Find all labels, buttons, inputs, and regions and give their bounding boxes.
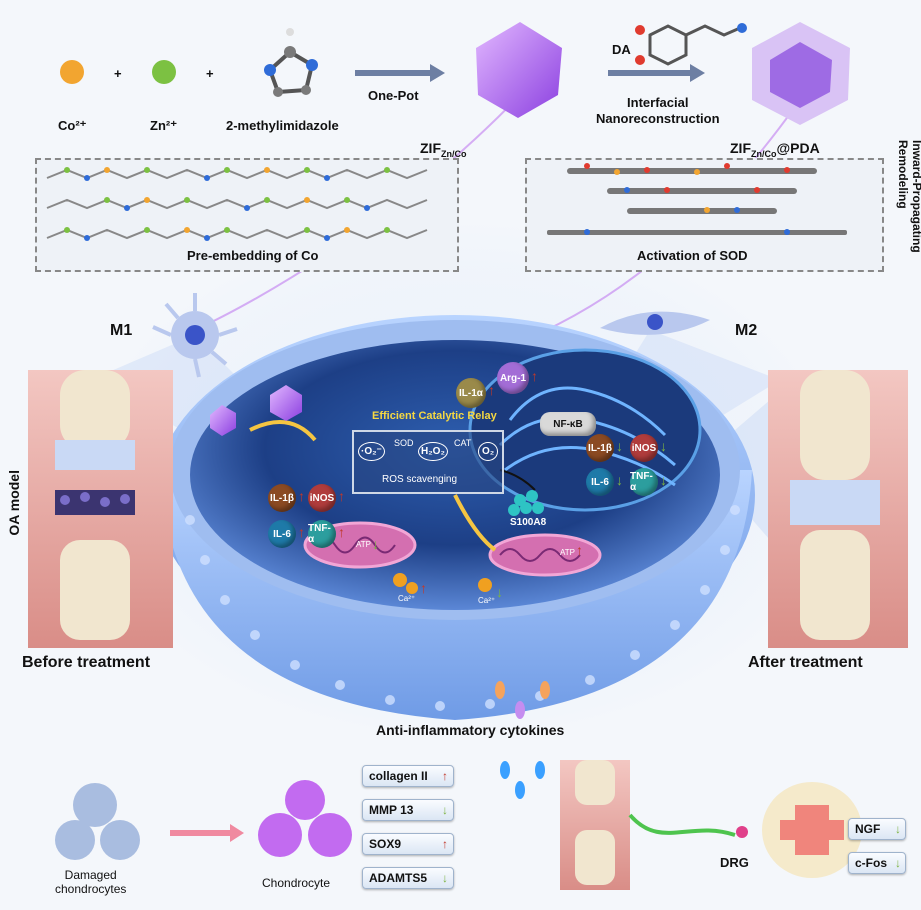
ca-label-left: Ca²⁺ [398, 594, 416, 603]
arg1-up-arrow: ↑ [531, 368, 538, 384]
sod-label: SOD [394, 438, 414, 448]
pda-lattice-illustration [547, 163, 847, 235]
m1-label: M1 [110, 322, 133, 339]
right-tnfa: TNF-α [630, 468, 658, 496]
onepot-label: One-Pot [368, 88, 419, 103]
atp-right-arrow: ↑ [576, 542, 583, 558]
right-il6: IL-6 [586, 468, 614, 496]
atp-label-left: ATP [356, 540, 371, 549]
co-ion-label: Co²⁺ [58, 118, 87, 133]
marker-adamts5-arrow: ↓ [442, 871, 448, 885]
right-inos: iNOS [630, 434, 658, 462]
s100a8-label: S100A8 [510, 517, 547, 528]
marker-adamts5: ADAMTS5 ↓ [362, 867, 454, 889]
anti-inflammatory-label: Anti-inflammatory cytokines [376, 722, 565, 738]
right-il6-label: IL-6 [591, 476, 609, 488]
right-tnfa-label: TNF-α [630, 471, 653, 493]
damaged-chondrocytes-label: Damaged chondrocytes [55, 868, 127, 896]
after-treatment-label: After treatment [748, 654, 863, 671]
left-inos-arrow: ↑ [338, 488, 345, 504]
marker-collagen-label: collagen II [369, 769, 428, 783]
o2-label: O₂ [478, 442, 499, 461]
right-tnfa-arrow: ↓ [660, 472, 667, 488]
marker-mmp13: MMP 13 ↓ [362, 799, 454, 821]
oa-model-label: OA model [6, 470, 22, 536]
marker-sox9-arrow: ↑ [442, 837, 448, 851]
before-treatment-label: Before treatment [22, 654, 151, 671]
o2-radical: ·O₂⁻ [358, 442, 385, 461]
marker-cfos: c-Fos ↓ [848, 852, 906, 874]
il1a-label: IL-1α [459, 387, 483, 399]
preembedding-box: Pre-embedding of Co [35, 158, 459, 272]
right-il1b-arrow: ↓ [616, 438, 623, 454]
left-il1b-label: IL-1β [270, 492, 294, 504]
arg1-molecule: Arg-1 [497, 362, 529, 394]
left-inos-label: iNOS [309, 492, 335, 504]
zifpda-label: ZIFZn/Co@PDA [730, 140, 820, 159]
zif-label: ZIFZn/Co [420, 140, 467, 159]
marker-ngf: NGF ↓ [848, 818, 906, 840]
inward-remodeling-label: Inward-Propagating Remodeling [896, 140, 921, 253]
zifpda-label-suffix: @PDA [776, 140, 820, 156]
left-il6-label: IL-6 [273, 528, 291, 540]
marker-mmp13-label: MMP 13 [369, 803, 414, 817]
plus-sign: + [206, 66, 214, 81]
da-label: DA [612, 42, 631, 57]
zifpda-label-text: ZIF [730, 140, 751, 156]
methylimidazole-label: 2-methylimidazole [226, 118, 339, 133]
ca-right-arrow: ↓ [496, 584, 503, 600]
ros-scavenging-label: ROS scavenging [382, 474, 458, 485]
left-il1b: IL-1β [268, 484, 296, 512]
atp-label-right: ATP [560, 548, 575, 557]
left-il6: IL-6 [268, 520, 296, 548]
marker-sox9-label: SOX9 [369, 837, 402, 851]
activation-label: Activation of SOD [637, 248, 748, 263]
right-inos-arrow: ↓ [660, 438, 667, 454]
marker-collagen: collagen II ↑ [362, 765, 454, 787]
arg1-label: Arg-1 [499, 372, 527, 384]
left-inos: iNOS [308, 484, 336, 512]
marker-cfos-label: c-Fos [855, 856, 888, 870]
catalytic-relay-box: ·O₂⁻ SOD H₂O₂ CAT O₂ ROS scavenging [352, 430, 504, 494]
plus-sign: + [114, 66, 122, 81]
il1a-molecule: IL-1α [456, 378, 486, 408]
marker-collagen-arrow: ↑ [442, 769, 448, 783]
marker-ngf-arrow: ↓ [895, 822, 901, 836]
marker-mmp13-arrow: ↓ [442, 803, 448, 817]
drg-label: DRG [720, 855, 749, 870]
interfacial-label: Interfacial Nanoreconstruction [596, 95, 720, 126]
right-inos-label: iNOS [631, 442, 657, 454]
marker-cfos-arrow: ↓ [895, 856, 901, 870]
nfkb-molecule: NF-κB [540, 412, 596, 436]
chondrocyte-label: Chondrocyte [262, 876, 331, 890]
marker-adamts5-label: ADAMTS5 [369, 871, 428, 885]
zifpda-label-sub: Zn/Co [751, 148, 777, 159]
marker-sox9: SOX9 ↑ [362, 833, 454, 855]
zif-label-sub: Zn/Co [441, 148, 467, 159]
nfkb-label: NF-κB [553, 418, 583, 430]
left-tnfa: TNF-α [308, 520, 336, 548]
relay-title: Efficient Catalytic Relay [372, 410, 497, 422]
activation-box: Activation of SOD [525, 158, 884, 272]
zif-label-text: ZIF [420, 140, 441, 156]
cat-label: CAT [454, 438, 472, 448]
right-il1b-label: IL-1β [588, 442, 612, 454]
ca-left-arrow: ↑ [420, 580, 427, 596]
left-il6-arrow: ↑ [298, 524, 305, 540]
left-il1b-arrow: ↑ [298, 488, 305, 504]
zif-lattice-illustration [46, 167, 428, 241]
h2o2-label: H₂O₂ [418, 442, 448, 461]
m2-label: M2 [735, 322, 758, 339]
preembedding-label: Pre-embedding of Co [187, 248, 319, 263]
right-il6-arrow: ↓ [616, 472, 623, 488]
left-tnfa-arrow: ↑ [338, 524, 345, 540]
marker-ngf-label: NGF [855, 822, 881, 836]
il1a-up-arrow: ↑ [488, 382, 495, 398]
ca-label-right: Ca²⁺ [478, 596, 496, 605]
left-tnfa-label: TNF-α [308, 523, 331, 545]
atp-left-arrow: ↓ [372, 536, 379, 552]
zn-ion-label: Zn²⁺ [150, 118, 178, 133]
right-il1b: IL-1β [586, 434, 614, 462]
